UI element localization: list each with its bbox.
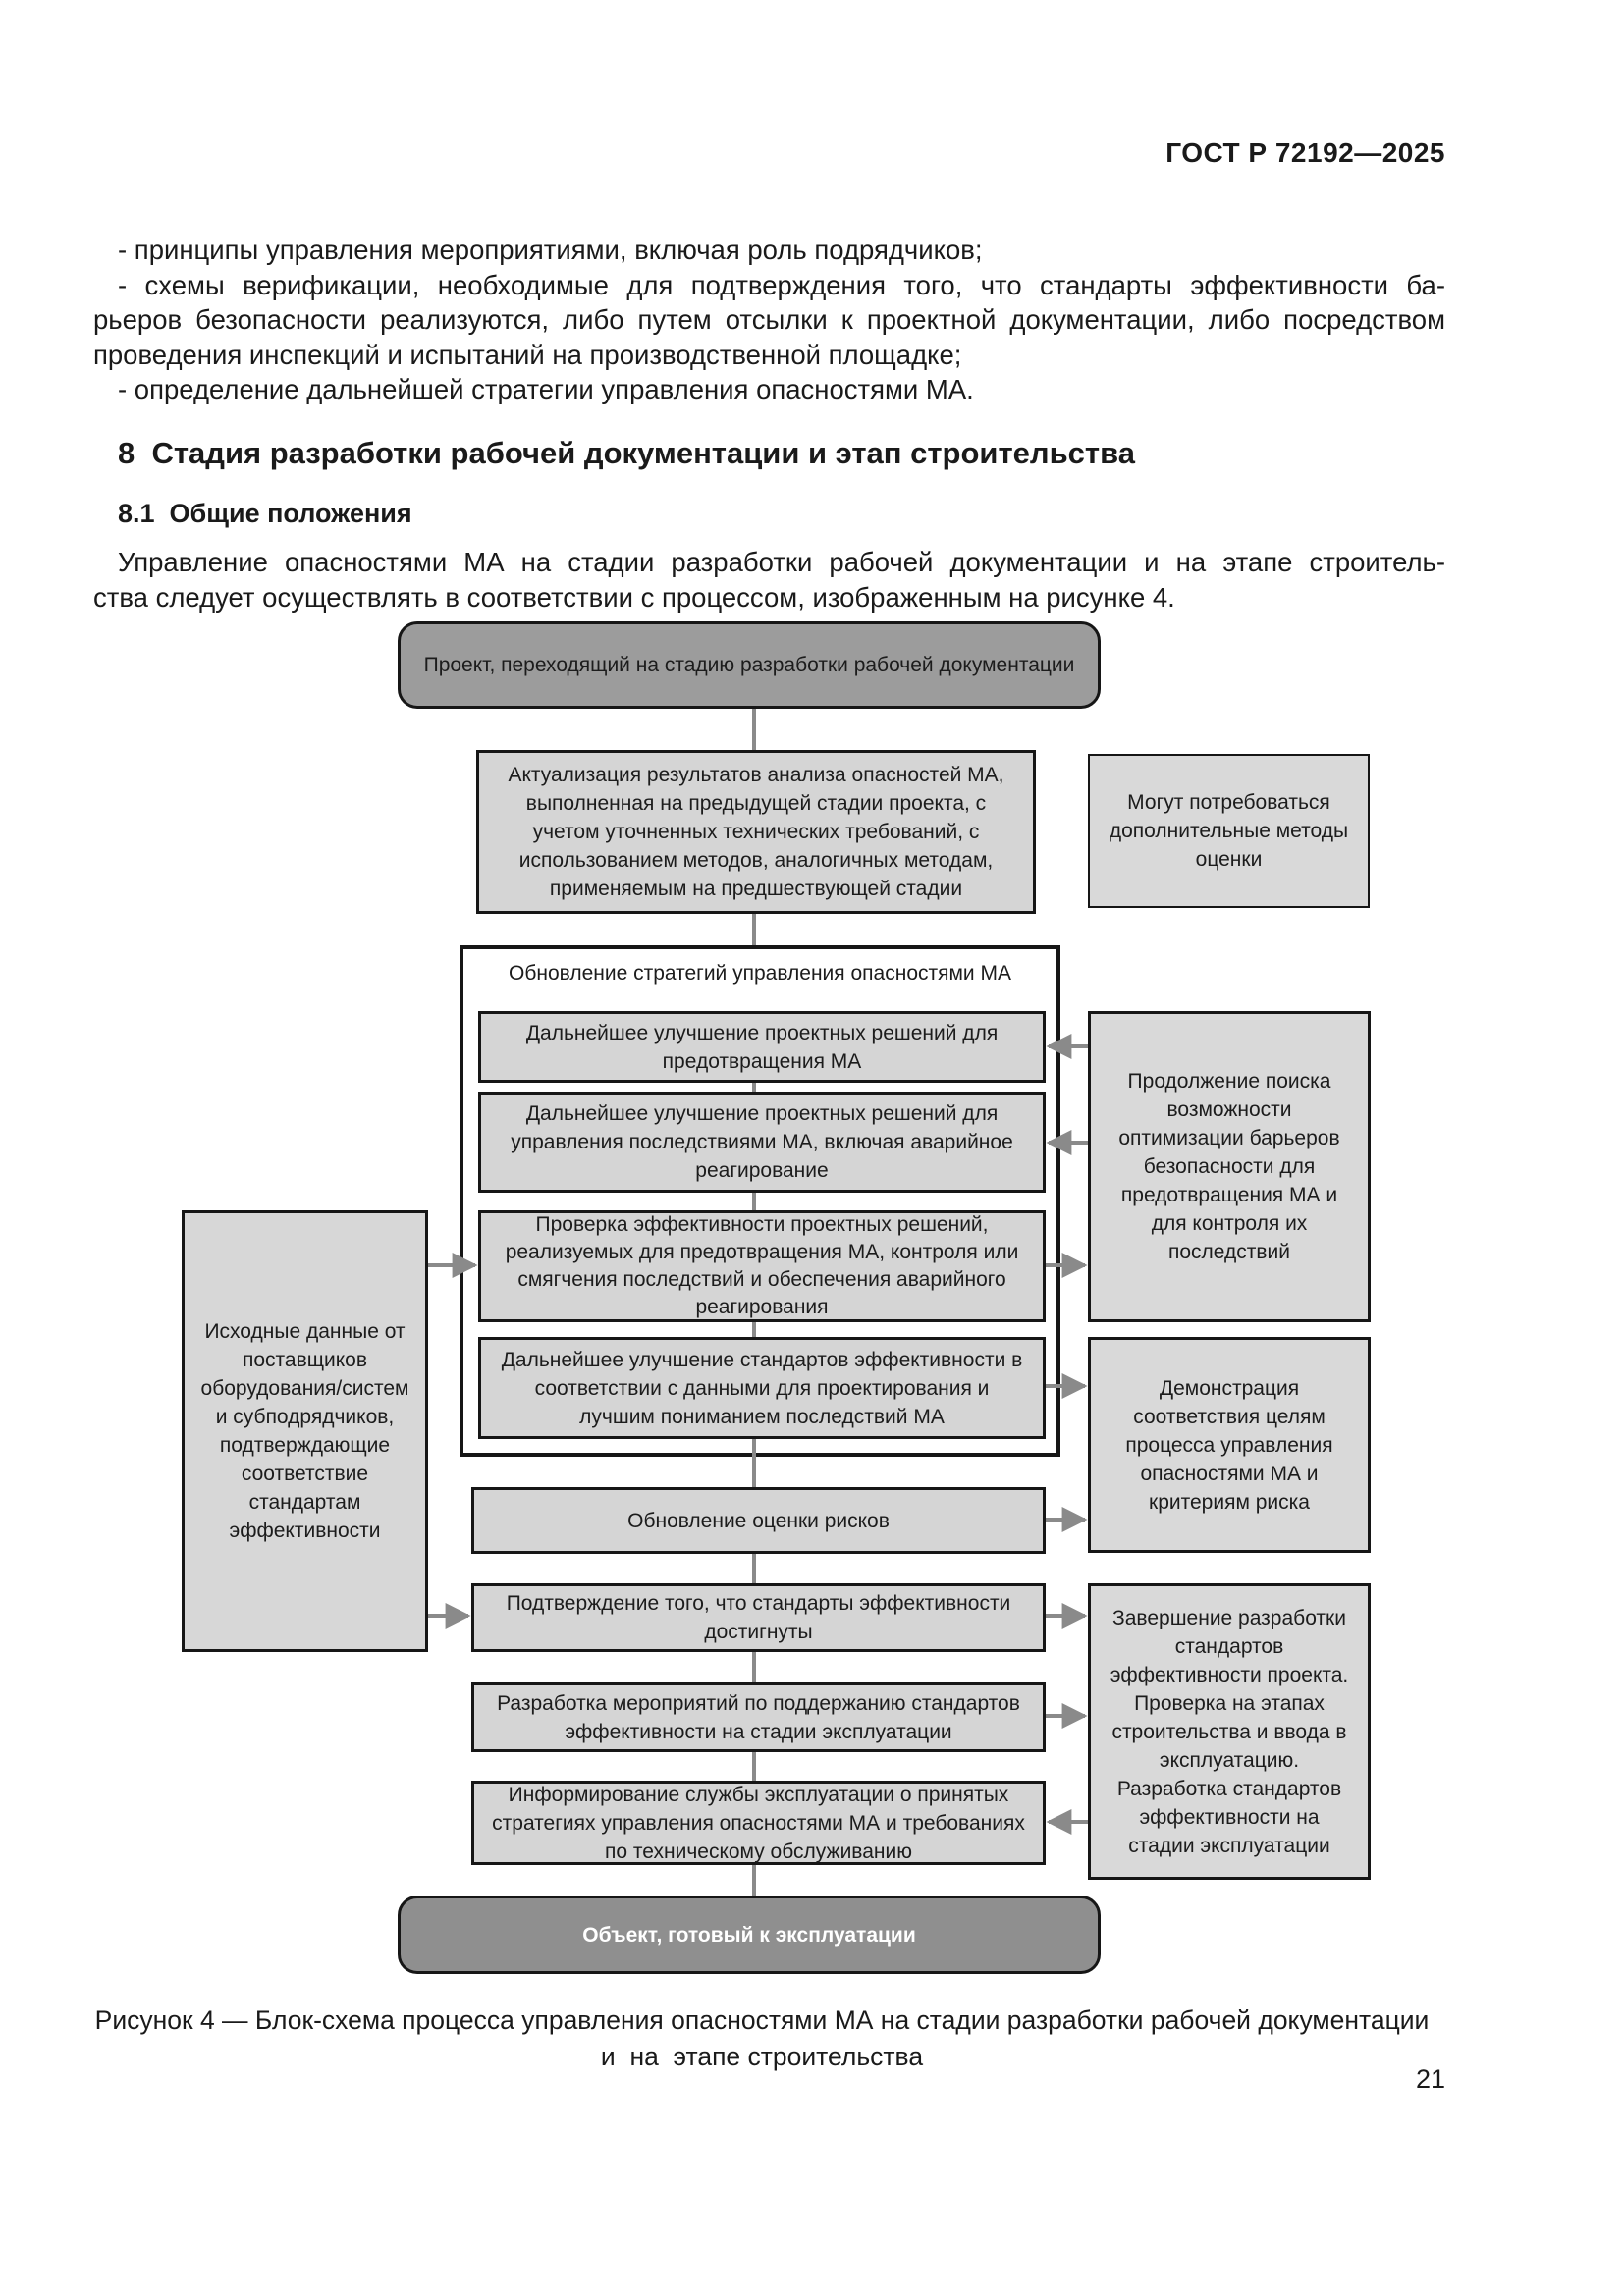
bullet-line: - принципы управления мероприятиями, вкл… [118, 235, 983, 265]
flowchart-end-terminal: Объект, готовый к эксплуатации [398, 1896, 1101, 1974]
flowchart-box-demonstration: Демонстрация соответствия целям процесса… [1088, 1337, 1371, 1553]
section-heading: 8 Стадия разработки рабочей документации… [118, 436, 1135, 470]
flowchart-box-verify-solutions: Проверка эффективности проектных решений… [478, 1210, 1046, 1322]
flowchart-box-supplier-input: Исходные данные от поставщиков оборудова… [182, 1210, 428, 1652]
flowchart-box-label: Продолжение поиска возможности оптимизац… [1118, 1070, 1340, 1263]
flowchart-box-optimization-search: Продолжение поиска возможности оптимизац… [1088, 1011, 1371, 1322]
flowchart-box-label: Дальнейшее улучшение проектных решений д… [511, 1102, 1013, 1182]
flowchart-box-label: Демонстрация соответствия целям процесса… [1125, 1376, 1333, 1514]
flowchart-box-label: Обновление оценки рисков [627, 1509, 890, 1532]
page-number: 21 [1415, 2064, 1445, 2094]
flowchart-box-label: Объект, готовый к эксплуатации [582, 1923, 916, 1947]
flowchart-box-inform-operations: Информирование службы эксплуатации о при… [471, 1781, 1046, 1865]
flowchart-box-label: Дальнейшее улучшение проектных решений д… [525, 1021, 999, 1073]
flowchart-box-confirm-standards: Подтверждение того, что стандарты эффект… [471, 1583, 1046, 1652]
flowchart-box-maintain-standards: Разработка мероприятий по поддержанию ст… [471, 1682, 1046, 1752]
figure-caption: Рисунок 4 — Блок-схема процесса управлен… [93, 2002, 1431, 2075]
paragraph-line: рьеров безопасности реализуются, либо пу… [93, 304, 1445, 335]
flowchart-box-improve-prevention: Дальнейшее улучшение проектных решений д… [478, 1011, 1046, 1083]
bullet-line: - определение дальнейшей стратегии управ… [118, 374, 974, 404]
flowchart-box-label: Проект, переходящий на стадию разработки… [423, 654, 1075, 676]
flowchart-box-completion: Завершение разработки стандартов эффекти… [1088, 1583, 1371, 1880]
paragraph-line: ства следует осуществлять в соответствии… [93, 581, 1175, 613]
flowchart-box-label: Дальнейшее улучшение стандартов эффектив… [501, 1348, 1023, 1428]
intro-paragraphs: - принципы управления мероприятиями, вкл… [93, 233, 1445, 407]
flowchart-box-label: Могут потребоваться дополнительные метод… [1109, 791, 1349, 871]
figure-caption-line: Рисунок 4 — Блок-схема процесса управлен… [94, 2005, 1430, 2035]
standard-number-header: ГОСТ Р 72192—2025 [1165, 137, 1445, 168]
flowchart-box-label: Исходные данные от поставщиков оборудова… [200, 1320, 409, 1542]
flowchart-box-additional-methods: Могут потребоваться дополнительные метод… [1088, 754, 1370, 908]
flowchart-box-label: Информирование службы эксплуатации о при… [492, 1783, 1025, 1863]
flowchart-container-title: Обновление стратегий управления опасност… [509, 962, 1011, 985]
section-paragraph: Управление опасностями МА на стадии разр… [93, 545, 1445, 614]
flowchart-box-improve-consequences: Дальнейшее улучшение проектных решений д… [478, 1092, 1046, 1193]
flowchart-start-terminal: Проект, переходящий на стадию разработки… [398, 621, 1101, 709]
paragraph-line: Управление опасностями МА на стадии разр… [118, 547, 1445, 577]
bullet-line: - схемы верификации, необходимые для под… [118, 269, 1445, 300]
flowchart-box-risk-update: Обновление оценки рисков [471, 1487, 1046, 1554]
flowchart-box-update-analysis: Актуализация результатов анализа опаснос… [476, 750, 1036, 914]
flowchart-box-label: Завершение разработки стандартов эффекти… [1110, 1606, 1349, 1857]
flowchart-box-label: Разработка мероприятий по поддержанию ст… [497, 1691, 1020, 1743]
subsection-heading: 8.1 Общие положения [118, 499, 412, 528]
flowchart-box-improve-standards: Дальнейшее улучшение стандартов эффектив… [478, 1337, 1046, 1439]
figure-caption-line: и на этапе строительства [600, 2042, 924, 2071]
flowchart-box-label: Подтверждение того, что стандарты эффект… [506, 1592, 1011, 1643]
flowchart-box-label: Проверка эффективности проектных решений… [505, 1213, 1019, 1318]
paragraph-line: проведения инспекций и испытаний на прои… [93, 339, 962, 370]
flowchart-box-label: Актуализация результатов анализа опаснос… [508, 764, 1004, 900]
